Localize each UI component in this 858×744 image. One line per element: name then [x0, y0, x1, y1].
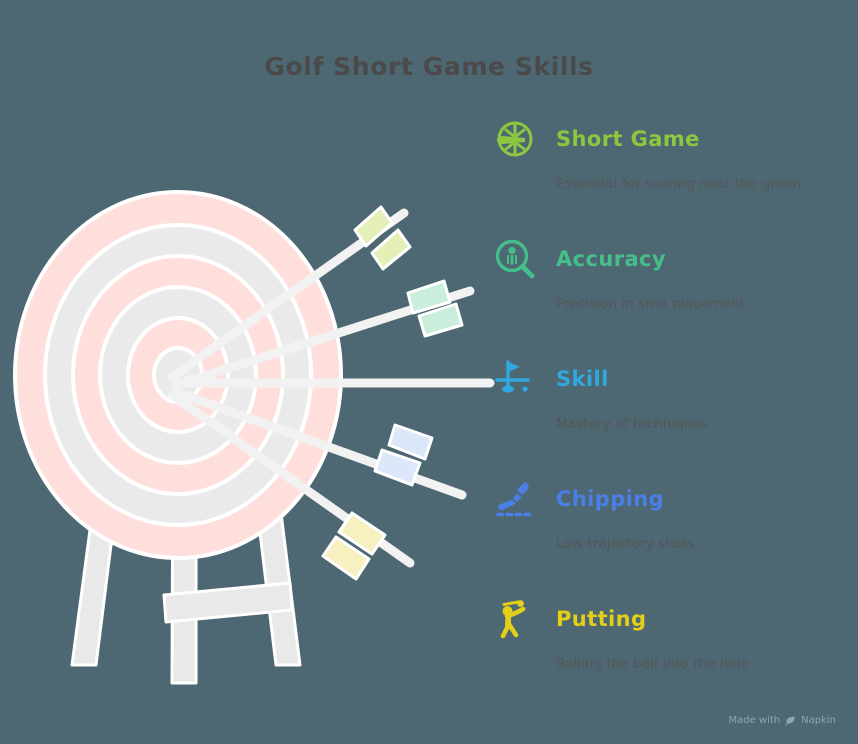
footer-credit[interactable]: Made with Napkin [728, 715, 836, 726]
golf-flag-icon [492, 356, 538, 402]
magnifier-golfball-icon [492, 236, 538, 282]
skill-header: Short Game [492, 112, 858, 166]
page-title: Golf Short Game Skills [264, 52, 594, 81]
skill-label: Skill [556, 367, 609, 391]
arrow-1 [167, 205, 412, 382]
arrow-2 [171, 279, 475, 390]
skill-header: Skill [492, 352, 858, 406]
skill-label: Accuracy [556, 247, 666, 271]
skill-description: Precision in shot placement [556, 296, 745, 312]
skill-item-short-game[interactable]: Short Game Essential for scoring near th… [492, 112, 858, 232]
skill-item-skill[interactable]: Skill Mastery of techniques [492, 352, 858, 472]
footer-prefix: Made with [728, 715, 781, 726]
skill-description: Rolling the ball into the hole [556, 656, 750, 672]
arrow-5 [167, 390, 415, 581]
footer-brand: Napkin [801, 715, 836, 726]
golfer-swing-icon [492, 596, 538, 642]
golf-wedge-icon [492, 476, 538, 522]
arrow-group [167, 205, 495, 581]
napkin-leaf-icon [785, 715, 796, 726]
skill-header: Chipping [492, 472, 858, 526]
skill-description: Mastery of techniques [556, 416, 709, 432]
skill-header: Putting [492, 592, 858, 646]
arrow-4 [171, 387, 467, 500]
skill-item-putting[interactable]: Putting Rolling the ball into the hole [492, 592, 858, 712]
skill-description: Low trajectory shots [556, 536, 696, 552]
target-crosshair-icon [492, 116, 538, 162]
skill-label: Chipping [556, 487, 665, 511]
skill-header: Accuracy [492, 232, 858, 286]
skill-label: Short Game [556, 127, 700, 151]
skill-description: Essential for scoring near the green [556, 176, 802, 192]
skills-list: Short Game Essential for scoring near th… [492, 112, 858, 712]
skill-label: Putting [556, 607, 647, 631]
skill-item-chipping[interactable]: Chipping Low trajectory shots [492, 472, 858, 592]
skill-item-accuracy[interactable]: Accuracy Precision in shot placement [492, 232, 858, 352]
target-illustration [0, 95, 500, 695]
